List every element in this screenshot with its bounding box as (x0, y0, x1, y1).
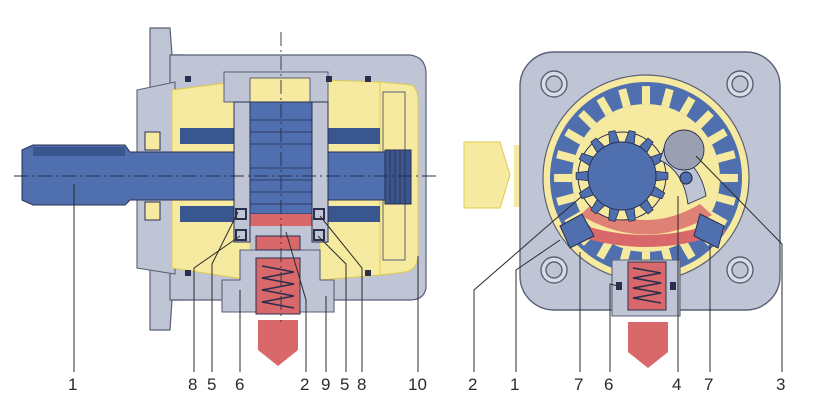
ring-gap (554, 173, 573, 183)
right-suction-inlet-arrow (463, 141, 511, 209)
ring-gap (661, 88, 674, 108)
right-pressure-crescent (566, 222, 726, 247)
left-top-gear-insert (249, 77, 311, 103)
ring-gap (707, 211, 728, 228)
ring-gap (596, 239, 613, 260)
right-label-7b: 7 (704, 375, 713, 394)
ring-gap (618, 88, 631, 108)
left-side-plate-rear (311, 101, 329, 243)
right-label-4: 4 (672, 375, 681, 394)
left-label-8a: 8 (188, 375, 197, 394)
ring-gap (556, 150, 576, 163)
right-pinion-hub (587, 141, 657, 211)
ring-gap (564, 128, 585, 145)
right-pressure-sector (580, 204, 712, 235)
left-shaft-seal (144, 131, 161, 221)
ring-gap (719, 173, 738, 183)
ring-gap (556, 193, 576, 206)
right-relief-seal-left (616, 282, 622, 290)
left-front-bushing (180, 128, 240, 144)
right-cross-section (463, 51, 781, 368)
left-front-bushing-lower (180, 206, 240, 222)
right-seal-segments (559, 213, 725, 249)
right-label-1: 1 (510, 375, 519, 394)
right-relief-spring (632, 267, 662, 304)
left-label-9: 9 (321, 375, 330, 394)
left-rear-bushing-lower (312, 206, 380, 222)
left-label-6: 6 (235, 375, 244, 394)
left-shaft-key (33, 147, 125, 156)
left-view-labels: 1 8 5 6 2 9 5 8 10 (68, 375, 427, 394)
left-label-5b: 5 (340, 375, 349, 394)
left-relief-piston (255, 235, 301, 251)
left-label-1: 1 (68, 375, 77, 394)
right-filler-stop-pin (679, 171, 693, 185)
ring-gap (707, 128, 728, 145)
ring-gap (695, 110, 714, 129)
left-longitudinal-section (14, 27, 436, 366)
ring-gap (578, 110, 597, 129)
left-label-2: 2 (300, 375, 309, 394)
right-relief-seal-right (670, 282, 676, 290)
left-spline-teeth (389, 150, 406, 204)
right-label-2: 2 (468, 375, 477, 394)
right-label-7a: 7 (574, 375, 583, 394)
left-seal-ring-a (235, 208, 247, 220)
left-label-5a: 5 (207, 375, 216, 394)
leader-lines (73, 155, 783, 372)
right-bolt-holes (540, 70, 754, 284)
left-seal-ring-c (313, 208, 325, 220)
ring-gap (716, 150, 736, 163)
left-pressure-outlet-arrow (258, 320, 298, 366)
left-rear-bushing (312, 128, 380, 144)
left-corner-seals (185, 76, 371, 276)
right-view-labels: 2 1 7 6 4 7 3 (468, 375, 785, 394)
right-pressure-outlet-arrow (628, 322, 668, 368)
ring-gap (641, 86, 651, 105)
left-seal-ring-b (235, 229, 247, 241)
left-side-plate-front (233, 101, 251, 243)
right-label-6: 6 (604, 375, 613, 394)
ring-gap (716, 193, 736, 206)
ring-gap (596, 96, 613, 117)
right-filler-pin (663, 129, 705, 171)
right-label-3: 3 (776, 375, 785, 394)
left-shaft-spline (384, 149, 412, 205)
ring-gap (679, 239, 696, 260)
left-relief-spring (261, 265, 295, 309)
ring-gap (679, 96, 696, 117)
left-label-10: 10 (408, 375, 427, 394)
left-label-8b: 8 (357, 375, 366, 394)
left-seal-ring-d (313, 229, 325, 241)
pinion-tooth (655, 170, 669, 182)
pinion-tooth (575, 170, 589, 182)
